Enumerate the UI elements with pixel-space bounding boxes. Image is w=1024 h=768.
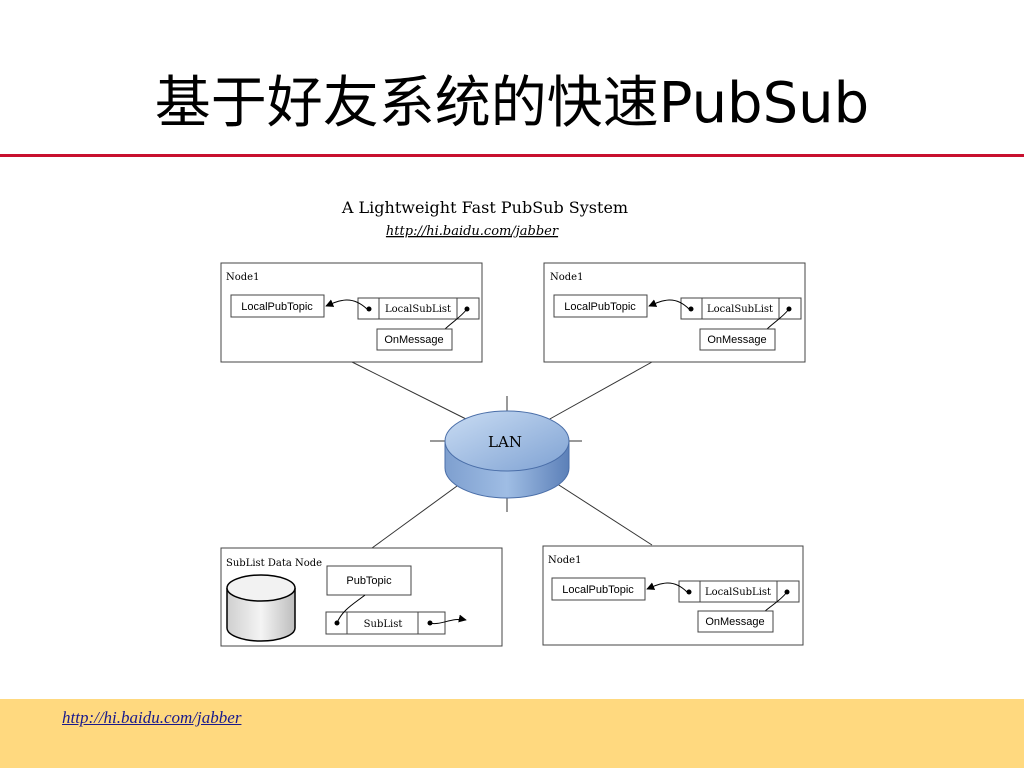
slide-title: 基于好友系统的快速PubSub xyxy=(154,71,870,136)
lan-hub: LAN xyxy=(430,396,582,512)
on-message-label: OnMessage xyxy=(707,334,766,346)
node-top-left: Node1 LocalPubTopic LocalSubList OnMessa… xyxy=(220,262,483,363)
node-title: Node1 xyxy=(548,555,581,566)
local-pub-topic-label: LocalPubTopic xyxy=(564,301,636,313)
data-node-title: SubList Data Node xyxy=(226,558,322,569)
pub-topic-label: PubTopic xyxy=(346,575,392,587)
footer-link[interactable]: http://hi.baidu.com/jabber xyxy=(62,708,242,727)
local-pub-topic-box xyxy=(553,294,648,318)
diagram-heading: A Lightweight Fast PubSub System xyxy=(341,198,628,217)
local-pub-topic-box xyxy=(551,577,646,601)
lan-label: LAN xyxy=(488,433,522,451)
node-title: Node1 xyxy=(550,272,583,283)
node-title: Node1 xyxy=(226,272,259,283)
on-message-box xyxy=(697,610,774,633)
on-message-box xyxy=(376,328,453,351)
local-pub-topic-label: LocalPubTopic xyxy=(562,584,634,596)
sublist-data-node: SubList Data Node PubTopic SubList xyxy=(220,547,503,647)
sub-list-label: SubList xyxy=(364,619,403,630)
sub-list-box xyxy=(325,611,446,635)
title-divider xyxy=(0,154,1024,157)
local-pub-topic-label: LocalPubTopic xyxy=(241,301,313,313)
node-top-right: Node1 LocalPubTopic LocalSubList OnMessa… xyxy=(543,262,806,363)
network-links xyxy=(351,361,653,549)
footer-bar: http://hi.baidu.com/jabber xyxy=(0,699,1024,768)
local-pub-topic-box xyxy=(230,294,325,318)
local-sub-list-box xyxy=(680,297,802,320)
local-sub-list-label: LocalSubList xyxy=(707,304,773,315)
diagram-url: http://hi.baidu.com/jabber xyxy=(386,224,559,239)
pub-topic-box xyxy=(326,565,412,596)
database-icon xyxy=(226,574,296,642)
node-bottom-right: Node1 LocalPubTopic LocalSubList OnMessa… xyxy=(542,545,804,646)
local-sub-list-box xyxy=(357,297,480,320)
on-message-label: OnMessage xyxy=(384,334,443,346)
local-sub-list-box xyxy=(678,580,800,603)
local-sub-list-label: LocalSubList xyxy=(385,304,451,315)
on-message-label: OnMessage xyxy=(705,616,764,628)
local-sub-list-label: LocalSubList xyxy=(705,587,771,598)
on-message-box xyxy=(699,328,776,351)
